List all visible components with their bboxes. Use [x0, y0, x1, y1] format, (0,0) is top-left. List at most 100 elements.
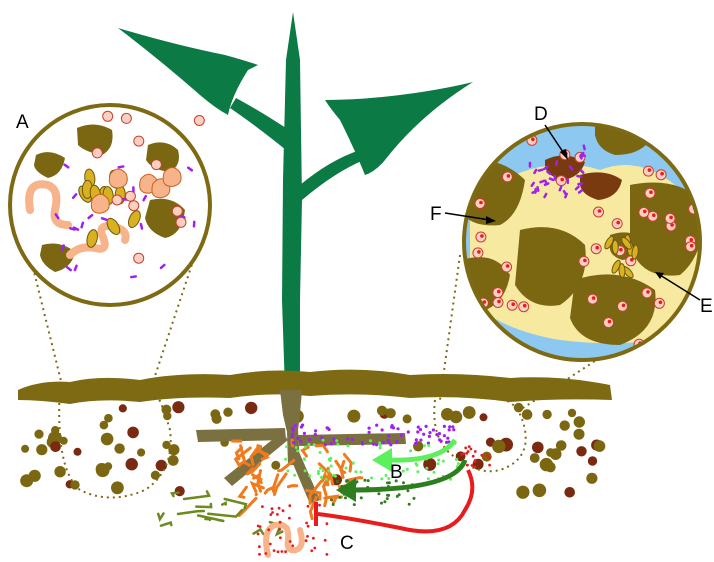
exudate-dot [428, 435, 431, 438]
protist-cell [134, 253, 144, 263]
soil-particle [271, 461, 280, 470]
signal-dot [304, 446, 307, 449]
exudate-dot [308, 438, 311, 441]
signal-dot [322, 439, 325, 442]
signal-dot [277, 550, 280, 553]
soil-particle [119, 404, 127, 412]
hypha [225, 499, 246, 509]
exudate-dot [428, 431, 431, 434]
protist-nucleus [595, 246, 599, 250]
protist-nucleus [678, 320, 682, 324]
soil-particle [542, 410, 551, 419]
hypha [161, 523, 171, 526]
signal-dot [486, 454, 489, 457]
signal-dot [457, 462, 460, 465]
exudate-dot [361, 442, 364, 445]
protist-nucleus [608, 320, 612, 324]
exudate-dot [368, 431, 371, 434]
root-hair [265, 488, 272, 493]
protist-nucleus [649, 190, 653, 194]
exudate-dot [443, 434, 446, 437]
signal-dot [269, 513, 272, 516]
soil-particle [126, 458, 138, 470]
exudate-dot [414, 442, 417, 445]
protist-nucleus [523, 304, 527, 308]
signal-dot [488, 456, 491, 459]
root-hair [256, 493, 257, 494]
protist-cell [112, 195, 122, 205]
protist-nucleus [648, 168, 652, 172]
signal-dot [480, 454, 483, 457]
label-a: A [16, 112, 29, 133]
soil-particle [111, 481, 124, 494]
soil-particle [492, 440, 505, 453]
protist-cell [172, 206, 182, 216]
signal-dot [345, 467, 348, 470]
signal-dot [352, 462, 355, 465]
soil-particle [114, 443, 124, 453]
signal-dot [322, 469, 325, 472]
signal-dot [335, 439, 338, 442]
exudate-dot [375, 424, 378, 427]
soil-particle [514, 403, 524, 413]
signal-dot [437, 459, 440, 462]
protist-nucleus [497, 290, 501, 294]
protist-cell [194, 116, 204, 126]
exudate-dot [290, 435, 293, 438]
exudate-dot [292, 441, 295, 444]
signal-dot [360, 471, 363, 474]
soil-particle [172, 401, 184, 413]
bacteria-purple [529, 162, 532, 168]
exudate-dot [407, 430, 410, 433]
label-d: D [534, 104, 548, 125]
signal-dot [317, 470, 320, 473]
soil-particle [54, 466, 65, 477]
signal-dot [415, 462, 418, 465]
exudate-dot [387, 434, 390, 437]
exudate-dot [415, 438, 418, 441]
signal-dot [336, 480, 339, 483]
signal-dot [427, 477, 430, 480]
amoeba [109, 169, 127, 188]
signal-dot [305, 522, 308, 525]
protist-nucleus [480, 234, 484, 238]
soil-particle [463, 406, 476, 419]
signal-dot [276, 513, 279, 516]
signal-dot [383, 500, 386, 503]
protist-nucleus [479, 201, 483, 205]
signal-dot [369, 439, 372, 442]
protist-nucleus [660, 172, 664, 176]
protist-nucleus [690, 238, 694, 242]
signal-dot [271, 507, 274, 510]
exudate-dot [425, 425, 428, 428]
protist-nucleus [511, 302, 515, 306]
signal-dot [442, 460, 445, 463]
protist-cell [125, 191, 135, 201]
signal-dot [423, 444, 426, 447]
signal-dot [284, 458, 287, 461]
signal-dot [379, 444, 382, 447]
protist-cell [176, 217, 186, 227]
soil-particle [137, 448, 145, 456]
protist-cell [129, 201, 139, 211]
exudate-dot [396, 427, 399, 430]
soil-particle [594, 440, 606, 452]
protist-nucleus [592, 296, 596, 300]
exudate-dot [382, 441, 385, 444]
amoeba [163, 168, 181, 187]
label-c: C [340, 533, 354, 554]
signal-dot [327, 469, 330, 472]
nematode-soil [266, 525, 302, 555]
signal-dot [474, 450, 477, 453]
soil-particle [104, 462, 112, 470]
soil-particle [545, 462, 555, 472]
signal-dot [345, 480, 348, 483]
signal-dot [306, 535, 309, 538]
root-hair [239, 498, 256, 515]
signal-dot [472, 455, 475, 458]
protist-cell [674, 318, 684, 328]
exudate-dot [435, 433, 438, 436]
signal-dot [288, 504, 291, 507]
signal-dot [279, 521, 282, 524]
